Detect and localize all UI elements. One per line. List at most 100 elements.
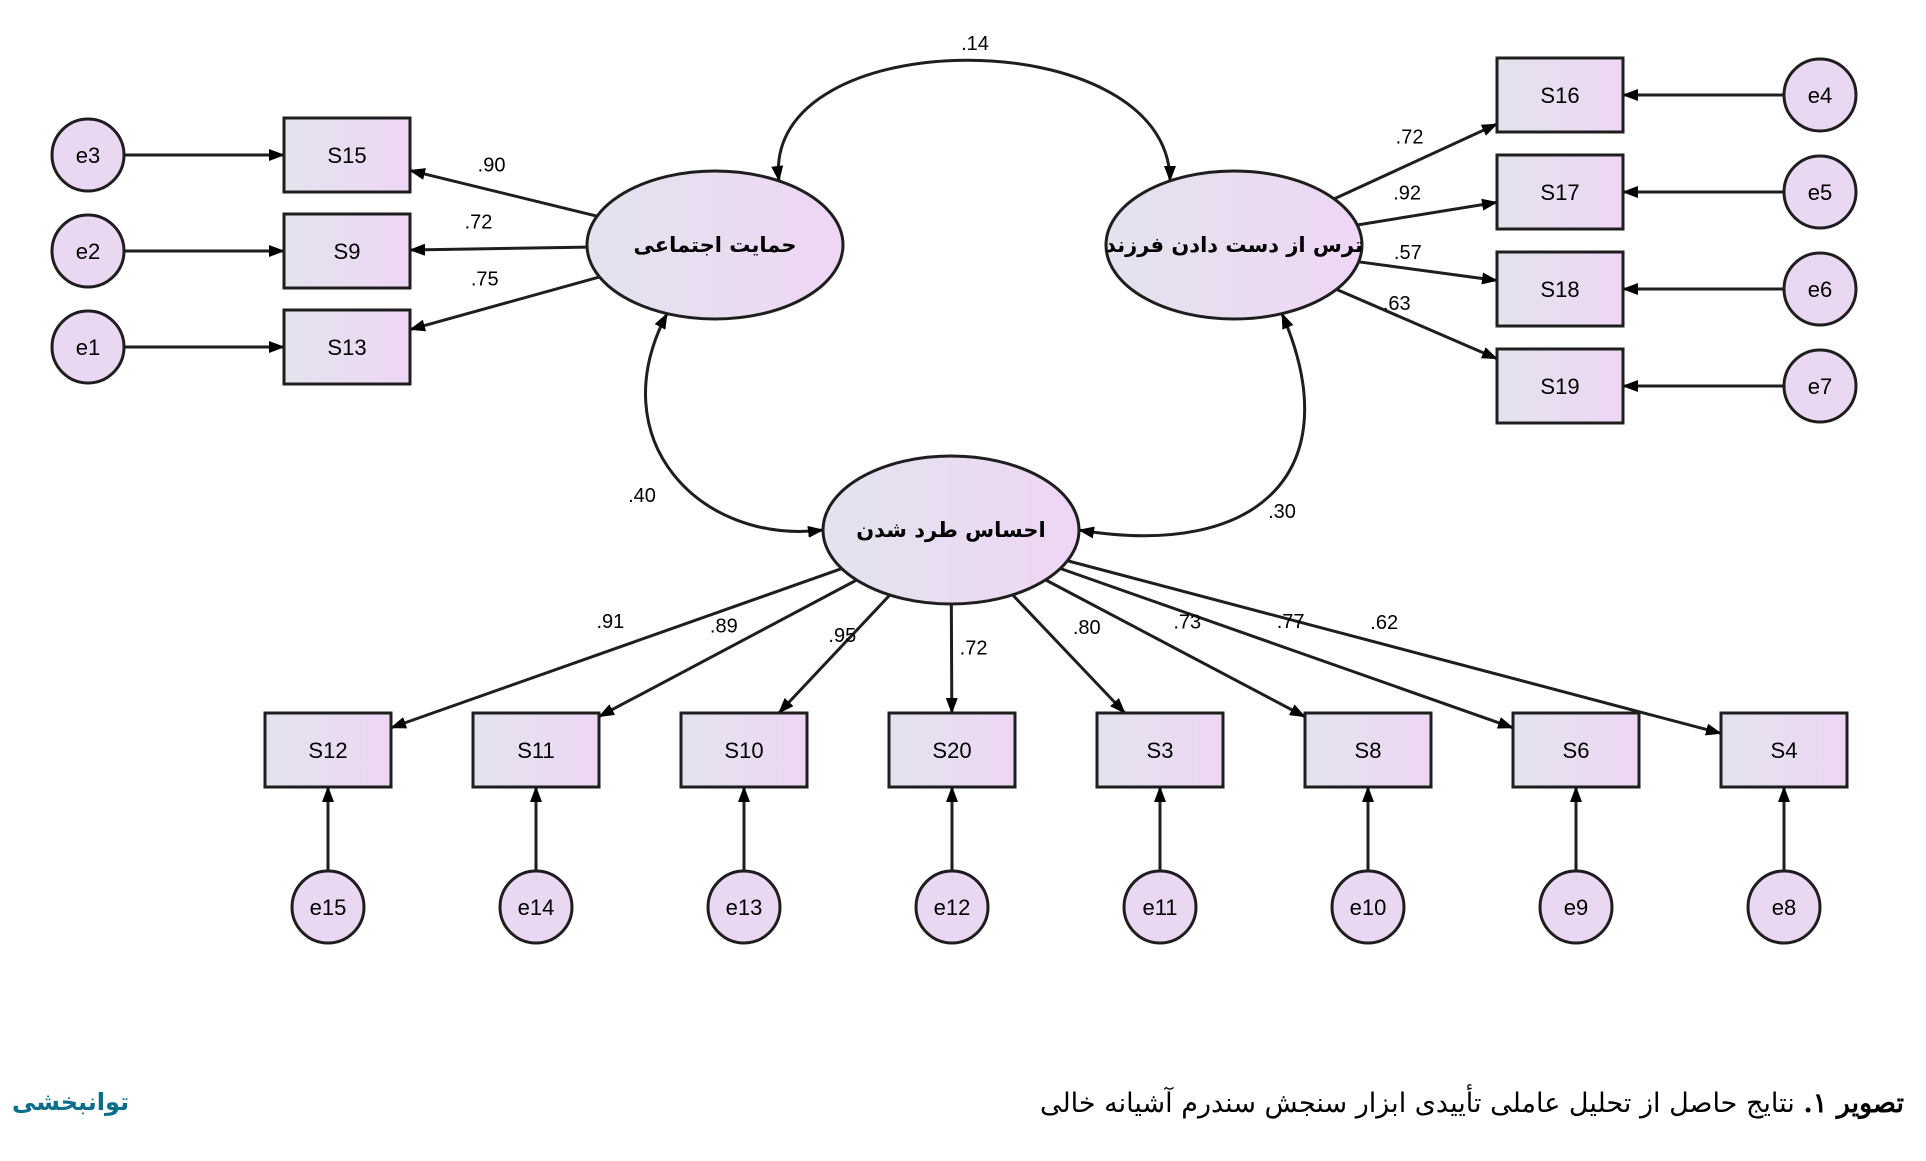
error-circle: [290, 869, 366, 945]
error-label: e4: [1808, 83, 1832, 108]
observed-s15: S15: [282, 116, 412, 194]
loading-value-s4: .62: [1370, 612, 1398, 634]
error-circle: [1782, 348, 1858, 424]
observed-label: S8: [1355, 738, 1382, 763]
error-circle: [914, 869, 990, 945]
loading-path-s6: [1059, 567, 1514, 730]
error-circle: [1782, 251, 1858, 327]
error-e14: e14: [498, 869, 574, 945]
loading-path-s16: [1333, 122, 1498, 201]
observed-s18: S18: [1495, 250, 1625, 328]
correlation-path-l2-l3: [1078, 312, 1307, 539]
error-label: e11: [1142, 895, 1177, 920]
error-circle: [1746, 869, 1822, 945]
figure-caption: تصویر ۱. نتایج حاصل از تحلیل عاملی تأیید…: [1040, 1088, 1904, 1119]
error-label: e9: [1564, 895, 1588, 920]
observed-label: S3: [1147, 738, 1174, 763]
error-e8: e8: [1746, 869, 1822, 945]
observed-s9: S9: [282, 212, 412, 290]
loading-path-s9: [409, 243, 588, 256]
loading-value-s10: .95: [828, 625, 856, 647]
observed-label: S18: [1540, 277, 1579, 302]
observed-box: [1495, 56, 1625, 134]
loading-path-s8: [1044, 578, 1306, 719]
observed-label: S12: [308, 738, 347, 763]
observed-s3: S3: [1095, 711, 1225, 789]
error-label: e15: [310, 895, 347, 920]
loading-path-s12: [390, 567, 843, 730]
latent-ellipse: [585, 169, 845, 321]
latent-label: حمایت اجتماعی: [634, 233, 797, 257]
observed-s20: S20: [887, 711, 1017, 789]
error-e1: e1: [50, 309, 126, 385]
loading-value-s19: .63: [1383, 293, 1411, 315]
observed-label: S4: [1771, 738, 1798, 763]
loading-path-s18: [1358, 260, 1498, 285]
observed-label: S20: [932, 738, 971, 763]
error-e7: e7: [1782, 348, 1858, 424]
observed-label: S13: [327, 335, 366, 360]
error-label: e10: [1350, 895, 1387, 920]
correlation-path-l1-l3: [644, 312, 824, 538]
loading-value-s13: .75: [471, 268, 499, 290]
observed-label: S15: [327, 143, 366, 168]
latent-l3: احساس طرد شدن: [821, 454, 1081, 606]
error-e3: e3: [50, 117, 126, 193]
observed-s8: S8: [1303, 711, 1433, 789]
observed-label: S19: [1540, 374, 1579, 399]
observed-label: S16: [1540, 83, 1579, 108]
correlation-path-l1-l2: [771, 58, 1176, 182]
observed-box: [1495, 153, 1625, 231]
observed-box: [1719, 711, 1849, 789]
error-circle: [50, 213, 126, 289]
error-circle: [50, 309, 126, 385]
error-circle: [1538, 869, 1614, 945]
loading-path-s10: [777, 593, 891, 715]
observed-label: S10: [724, 738, 763, 763]
loading-value-s9: .72: [465, 212, 493, 234]
error-label: e5: [1808, 180, 1832, 205]
loading-path-s4: [1067, 559, 1722, 736]
error-e5: e5: [1782, 154, 1858, 230]
correlation-value-l1-l3: .40: [628, 485, 656, 507]
error-e2: e2: [50, 213, 126, 289]
observed-s13: S13: [282, 308, 412, 386]
latent-label: ترس از دست دادن فرزند: [1105, 233, 1363, 257]
observed-s16: S16: [1495, 56, 1625, 134]
loading-value-s12: .91: [596, 611, 624, 633]
loading-value-s6: .77: [1277, 611, 1305, 633]
correlation-value-l1-l2: .14: [961, 33, 989, 55]
correlation-value-l2-l3: .30: [1268, 501, 1296, 523]
observed-s6: S6: [1511, 711, 1641, 789]
error-label: e8: [1772, 895, 1796, 920]
observed-label: S9: [334, 239, 361, 264]
observed-box: [282, 308, 412, 386]
latent-l1: حمایت اجتماعی: [585, 169, 845, 321]
error-label: e1: [76, 335, 100, 360]
error-label: e13: [726, 895, 763, 920]
error-e11: e11: [1122, 869, 1198, 945]
error-circle: [498, 869, 574, 945]
loading-path-s15: [409, 168, 598, 218]
observed-label: S17: [1540, 180, 1579, 205]
observed-box: [1303, 711, 1433, 789]
observed-s12: S12: [263, 711, 393, 789]
observed-s11: S11: [471, 711, 601, 789]
observed-s10: S10: [679, 711, 809, 789]
observed-box: [1095, 711, 1225, 789]
error-label: e12: [934, 895, 971, 920]
observed-box: [263, 711, 393, 789]
error-circle: [706, 869, 782, 945]
latent-l2: ترس از دست دادن فرزند: [1104, 169, 1364, 321]
error-label: e3: [76, 143, 100, 168]
error-e9: e9: [1538, 869, 1614, 945]
loading-value-s8: .73: [1173, 611, 1201, 633]
error-circle: [1782, 57, 1858, 133]
latent-ellipse: [1104, 169, 1364, 321]
observed-box: [679, 711, 809, 789]
caption-number: تصویر ۱.: [1803, 1088, 1904, 1119]
loading-path-s11: [598, 578, 858, 718]
observed-box: [1511, 711, 1641, 789]
error-circle: [1782, 154, 1858, 230]
